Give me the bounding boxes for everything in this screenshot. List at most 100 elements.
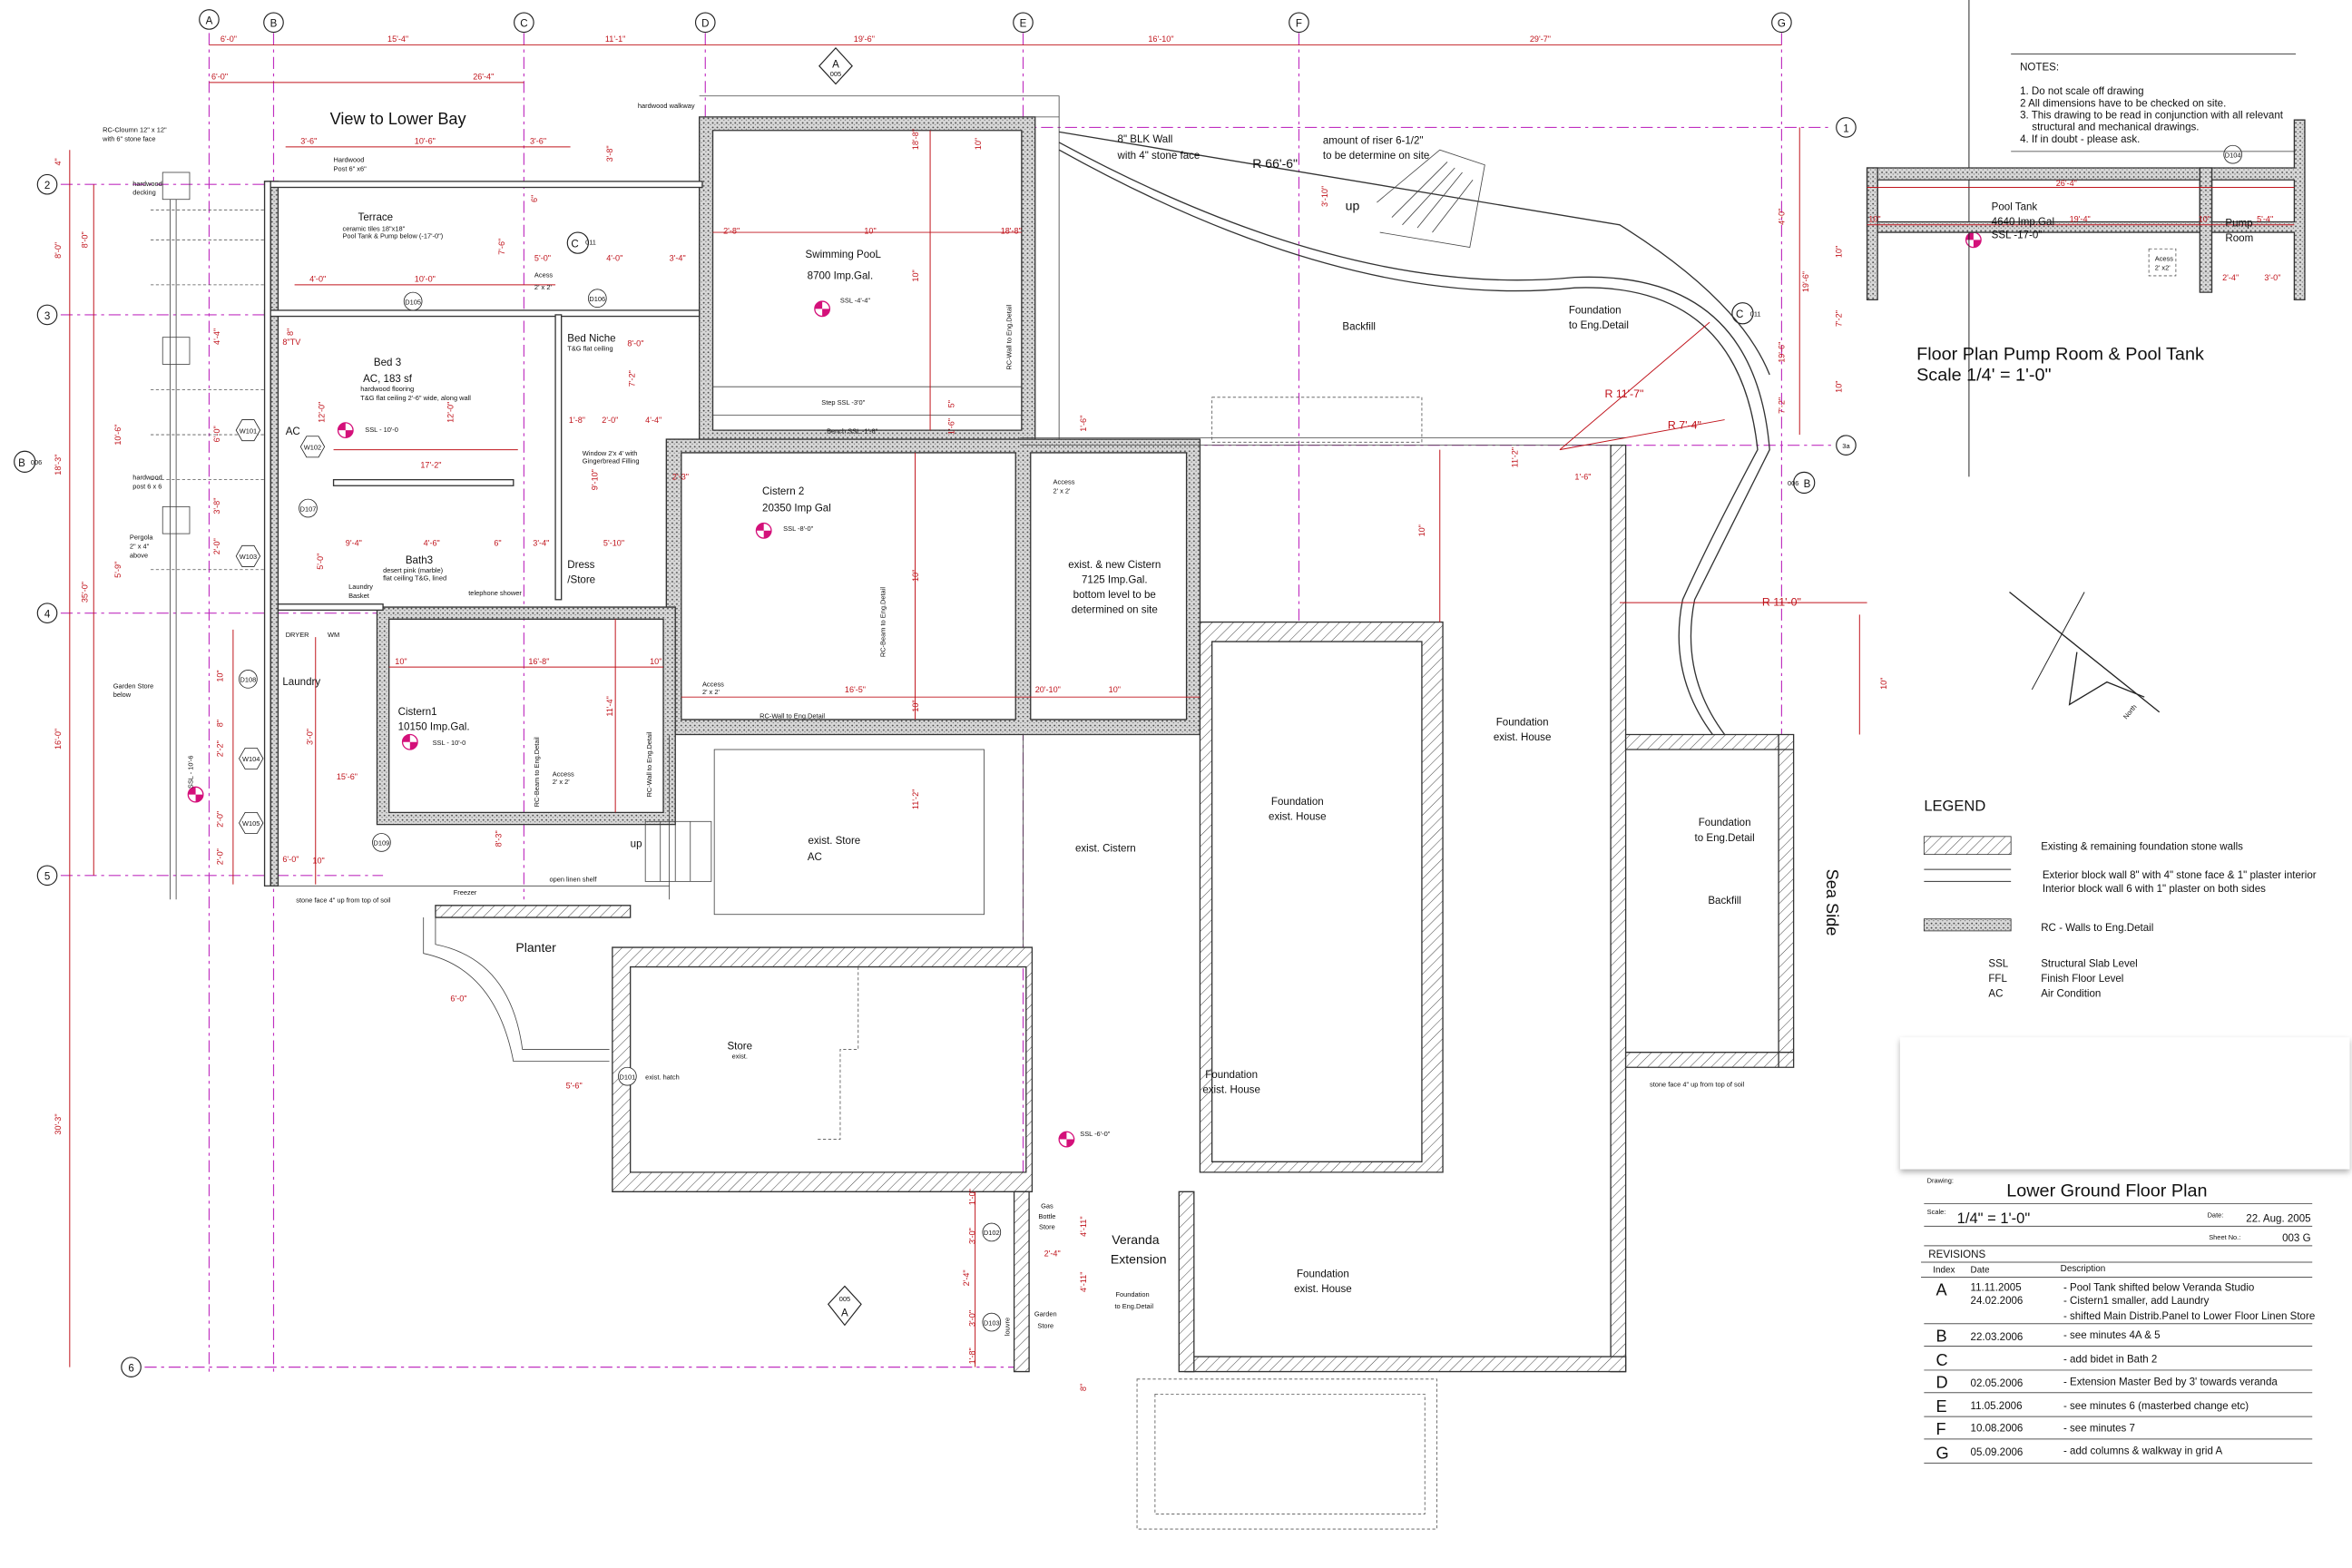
svg-text:Date: Date [1971, 1266, 1990, 1276]
svg-text:Sea Side: Sea Side [1823, 869, 1841, 936]
svg-text:stone face 4" up from top of s: stone face 4" up from top of soil [296, 897, 390, 905]
svg-text:30'-3": 30'-3" [54, 1113, 63, 1134]
svg-text:SSL -6'-0": SSL -6'-0" [1080, 1130, 1110, 1138]
section-marker-c-top[interactable]: C 011 [566, 231, 596, 254]
svg-text:LEGEND: LEGEND [1924, 798, 1985, 815]
dimension-text: 3'-8" [605, 145, 614, 162]
dimension-text: 18'-8" [911, 129, 920, 150]
dimension-text: 2'-3" [672, 473, 689, 482]
svg-text:B: B [1936, 1328, 1947, 1346]
svg-text:B: B [270, 19, 278, 30]
svg-text:4": 4" [54, 158, 63, 165]
svg-text:SSL: SSL [1988, 959, 2008, 970]
dimension-text: 15'-6" [337, 772, 358, 781]
dimension-text: 20'-10" [1035, 685, 1061, 694]
svg-text:exist. & new Cistern: exist. & new Cistern [1068, 560, 1161, 571]
svg-text:Freezer: Freezer [454, 888, 477, 897]
dimension-text: 6'-0" [212, 426, 221, 442]
svg-text:Window 2'x 4' with: Window 2'x 4' with [583, 449, 638, 457]
svg-text:Description: Description [2061, 1264, 2106, 1274]
svg-text:2' x 2': 2' x 2' [534, 283, 553, 291]
dimension-text: 10" [215, 670, 224, 681]
section-marker-b-right[interactable]: B 006 [1788, 471, 1816, 495]
svg-text:Garden: Garden [1034, 1309, 1057, 1318]
svg-text:AC: AC [808, 852, 822, 863]
section-marker-a-top[interactable]: A 005 [818, 47, 853, 85]
section-marker-c-right[interactable]: C 011 [1731, 302, 1761, 325]
revision-row: E 11.05.2006 - see minutes 6 (masterbed … [1924, 1397, 2313, 1417]
dimension-text: 2'-0" [215, 811, 224, 828]
svg-text:- see minutes 6 (masterbed ch: - see minutes 6 (masterbed change etc) [2063, 1401, 2249, 1412]
row-grid-bubbles: 1 2 3 3a 4 5 6 [36, 117, 1857, 1377]
svg-text:T&G flat ceiling: T&G flat ceiling [567, 345, 612, 353]
svg-text:Store: Store [1039, 1223, 1055, 1231]
section-marker-b-left[interactable]: B 006 [14, 450, 43, 473]
svg-text:to Eng.Detail: to Eng.Detail [1114, 1302, 1153, 1310]
dimension-text: 2'-4" [1044, 1249, 1061, 1258]
window-tags: W101 W102 W103 W104 W105 [235, 419, 326, 834]
dimension-text: 19'-6" [1778, 342, 1787, 363]
svg-text:Garden Store: Garden Store [113, 681, 154, 690]
dimension-text: 8'-0" [627, 339, 643, 348]
dimension-text: 16'-5" [845, 685, 866, 694]
dimension-text: 9'-4" [346, 538, 362, 547]
svg-text:22. Aug. 2005: 22. Aug. 2005 [2246, 1213, 2310, 1224]
svg-text:Existing & remaining foundatio: Existing & remaining foundation stone wa… [2041, 842, 2243, 853]
svg-text:26'-4": 26'-4" [473, 73, 494, 82]
svg-text:Veranda: Veranda [1112, 1232, 1159, 1247]
svg-text:6: 6 [128, 1364, 133, 1375]
dimension-text: 6'-0" [450, 995, 466, 1004]
svg-text:15'-4": 15'-4" [387, 34, 408, 44]
svg-text:North: North [2122, 703, 2139, 721]
svg-text:2 All dimensions have to be ch: 2 All dimensions have to be checked on s… [2020, 98, 2226, 109]
svg-text:exist. House: exist. House [1269, 812, 1327, 823]
dimension-text: 8'-3" [495, 830, 504, 847]
dimension-text: 1'-0" [968, 1189, 977, 1205]
svg-text:2' x2': 2' x2' [2155, 263, 2171, 271]
svg-text:Post 6" x6": Post 6" x6" [334, 164, 368, 172]
svg-text:W101: W101 [240, 426, 257, 435]
svg-text:11'-1": 11'-1" [605, 34, 625, 44]
svg-text:10.08.2006: 10.08.2006 [1971, 1424, 2024, 1435]
exterior-stair [1377, 149, 1485, 249]
svg-text:Pergola: Pergola [130, 534, 153, 542]
svg-text:exist. House: exist. House [1494, 732, 1552, 743]
svg-text:Scale:: Scale: [1927, 1208, 1946, 1216]
dimension-text: 12'-0" [446, 402, 456, 423]
dimension-text: 10" [395, 657, 407, 666]
dimension-text: 2'-4" [962, 1269, 971, 1286]
svg-text:G: G [1936, 1444, 1949, 1462]
svg-text:Scale 1/4' = 1'-0": Scale 1/4' = 1'-0" [1916, 366, 2051, 386]
dimension-text: 1'-6" [1574, 473, 1591, 482]
level-markers [187, 231, 1982, 1148]
svg-text:to Eng.Detail: to Eng.Detail [1695, 833, 1755, 844]
dimension-text: 4'-6" [424, 538, 440, 547]
grid-lines [60, 33, 1833, 1372]
svg-text:3a: 3a [1842, 442, 1850, 450]
top-dimensions: 6'-0" 15'-4" 11'-1" 19'-6" 16'-10" 29'-7… [209, 34, 1782, 83]
svg-text:B: B [1804, 479, 1811, 490]
svg-text:with 4" stone face: with 4" stone face [1117, 151, 1200, 162]
svg-text:determined on site: determined on site [1072, 605, 1158, 616]
view-title: View to Lower Bay [330, 110, 467, 128]
drawing-title: Lower Ground Floor Plan [2006, 1181, 2207, 1200]
svg-text:Drawing:: Drawing: [1927, 1176, 1954, 1184]
dimension-text: 5'-10" [603, 538, 624, 547]
dimension-text: 7'-6" [497, 239, 506, 255]
svg-text:NOTES:: NOTES: [2020, 63, 2059, 74]
dimension-text: 7'-2" [628, 370, 637, 387]
svg-text:ceramic tiles 18"x18": ceramic tiles 18"x18" [342, 224, 405, 232]
svg-text:006: 006 [31, 458, 42, 466]
svg-text:10": 10" [1834, 246, 1843, 258]
dimension-text: 5'-6" [566, 1081, 583, 1090]
svg-text:006: 006 [1788, 479, 1798, 487]
svg-text:Bath3: Bath3 [406, 555, 433, 566]
svg-text:2: 2 [44, 181, 50, 191]
svg-text:Pump: Pump [2225, 218, 2252, 229]
svg-text:up: up [631, 838, 642, 849]
svg-text:2' x 2': 2' x 2' [702, 688, 720, 696]
svg-text:hardwood walkway: hardwood walkway [638, 102, 695, 110]
svg-text:8"TV: 8"TV [282, 338, 301, 347]
section-marker-a-bottom[interactable]: 005 A [827, 1285, 862, 1327]
svg-text:WM: WM [328, 631, 339, 639]
